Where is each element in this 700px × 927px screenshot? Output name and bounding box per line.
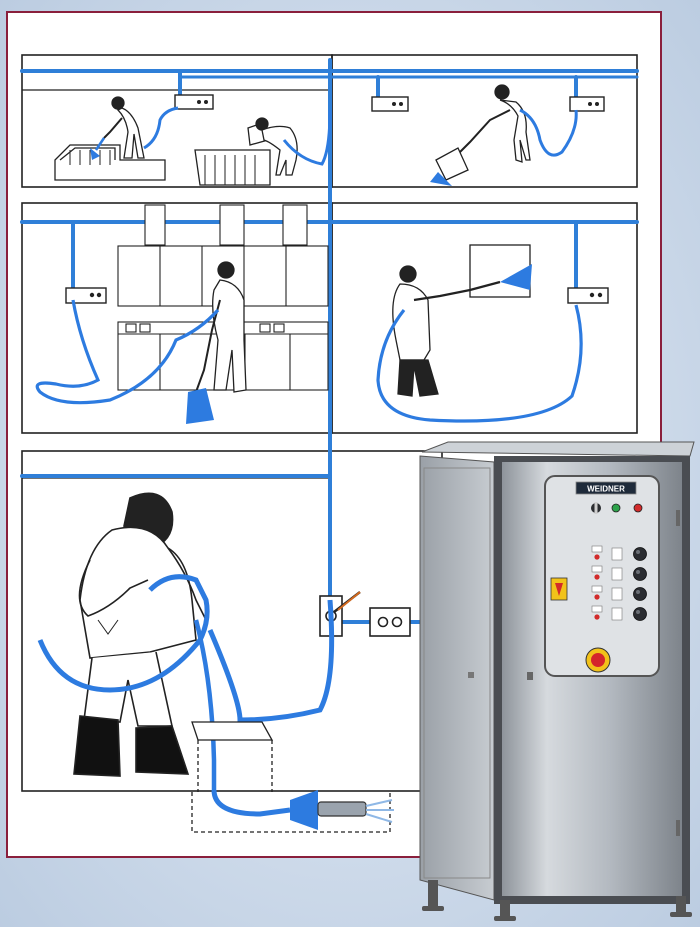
control-panel	[544, 475, 660, 677]
control-push-button[interactable]	[633, 607, 647, 621]
control-label-plate	[591, 605, 603, 613]
control-label-plate	[591, 565, 603, 573]
status-led	[594, 614, 600, 620]
wall-outlets	[65, 94, 609, 304]
wall-outlet-icon	[371, 96, 409, 112]
button-highlight	[636, 570, 640, 574]
wall-outlet-icon	[65, 287, 107, 304]
control-label-plate	[591, 585, 603, 593]
brand-logo: WEIDNER	[587, 485, 625, 494]
warning-sticker	[550, 577, 568, 601]
status-led	[594, 594, 600, 600]
control-row	[591, 565, 647, 581]
drain-pit	[191, 721, 391, 833]
cabinet-lid	[421, 441, 695, 457]
control-label-plate	[611, 607, 623, 621]
spray-lance-nozzle	[211, 789, 394, 830]
control-label-plate	[591, 545, 603, 553]
pressure-washer-unit: WEIDNER	[419, 441, 695, 921]
wall-outlet-icon	[569, 96, 605, 112]
control-label-plate	[611, 547, 623, 561]
indicator-red-light	[633, 503, 643, 513]
control-row	[591, 545, 647, 561]
cabinet-feet	[422, 880, 692, 921]
worker-cleaning-tray	[54, 96, 179, 181]
control-row	[591, 585, 647, 601]
button-highlight	[636, 610, 640, 614]
control-label-plate	[611, 567, 623, 581]
button-highlight	[636, 550, 640, 554]
indicator-green-light	[611, 503, 621, 513]
main-switch[interactable]	[591, 502, 601, 514]
coupling-box-icon	[369, 607, 411, 637]
worker-with-hose-closeup	[37, 492, 335, 790]
control-push-button[interactable]	[633, 567, 647, 581]
button-highlight	[636, 590, 640, 594]
nozzle-icon	[317, 801, 367, 817]
control-push-button[interactable]	[633, 587, 647, 601]
wall-outlet-icon	[174, 94, 214, 110]
control-row	[591, 605, 647, 621]
worker-spraying-wall	[376, 264, 583, 423]
emergency-stop-button[interactable]	[585, 647, 611, 673]
status-led	[594, 574, 600, 580]
wall-outlet-icon	[567, 287, 609, 304]
worker-cleaning-crates	[194, 109, 332, 186]
control-push-button[interactable]	[633, 547, 647, 561]
worker-cleaning-floor	[430, 84, 578, 186]
control-rows	[591, 545, 647, 621]
worker-cleaning-under-machines	[35, 261, 247, 424]
brand-plate	[575, 481, 637, 495]
control-label-plate	[611, 587, 623, 601]
cabinet-side	[419, 455, 495, 901]
status-led	[594, 554, 600, 560]
